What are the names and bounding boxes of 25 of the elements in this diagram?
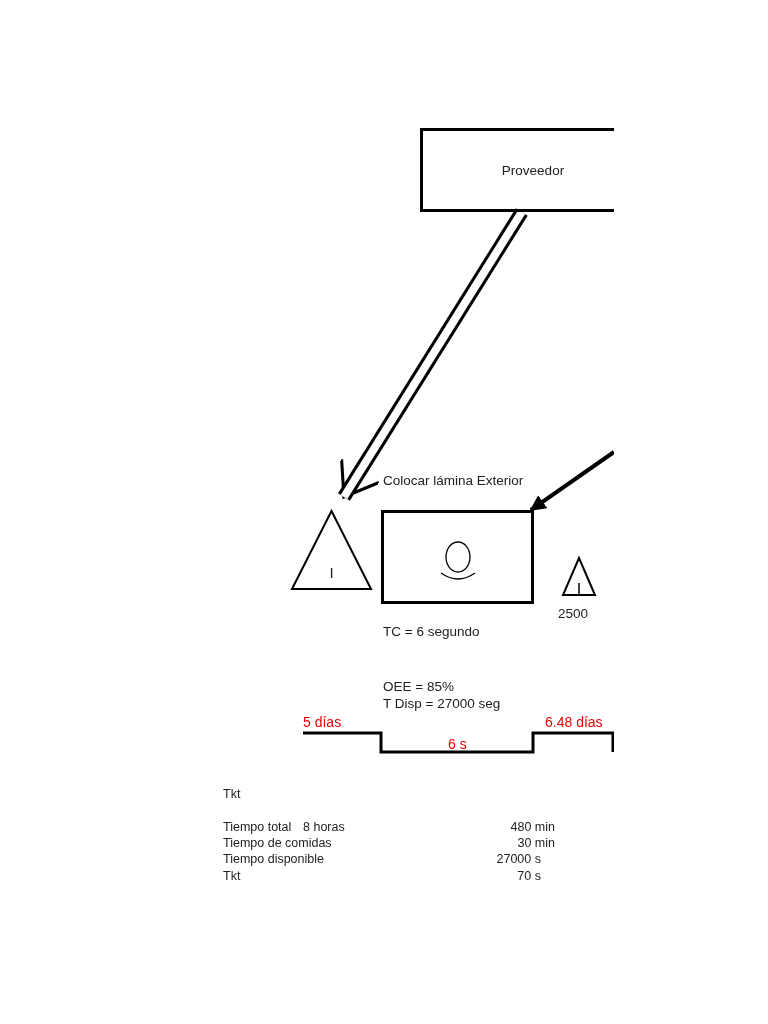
arrow <box>529 450 614 512</box>
supplier-box <box>420 128 614 212</box>
process-data: TC = 6 segundo <box>383 623 481 640</box>
process-data: T Disp = 27000 seg <box>383 695 502 712</box>
process-title: Colocar lámina Exterior <box>383 473 524 488</box>
process-box <box>381 510 534 604</box>
table-label: Tkt <box>223 869 241 883</box>
table-label: 8 horas <box>303 820 345 834</box>
supplier-name: Proveedor <box>500 163 566 178</box>
inventory-triangle <box>290 509 373 591</box>
table-label: Tiempo disponible <box>223 852 324 866</box>
process-data: OEE = 85% <box>383 678 455 695</box>
inventory-quantity: 2500 <box>558 605 589 622</box>
timeline-value: 6.48 días <box>545 714 603 730</box>
section-heading: Tkt <box>223 787 241 801</box>
table-label: Tiempo total <box>223 820 292 834</box>
inventory-mark: I <box>328 564 335 581</box>
table-value: 70 s <box>517 869 541 883</box>
inventory-triangle <box>561 556 597 597</box>
table-value: 480 min <box>510 820 555 834</box>
table-value: 30 min <box>517 836 555 850</box>
table-label: Tiempo de comidas <box>223 836 332 850</box>
table-value: 27000 s <box>496 852 541 866</box>
timeline-value: 6 s <box>448 736 467 752</box>
timeline-value: 5 días <box>303 714 342 730</box>
